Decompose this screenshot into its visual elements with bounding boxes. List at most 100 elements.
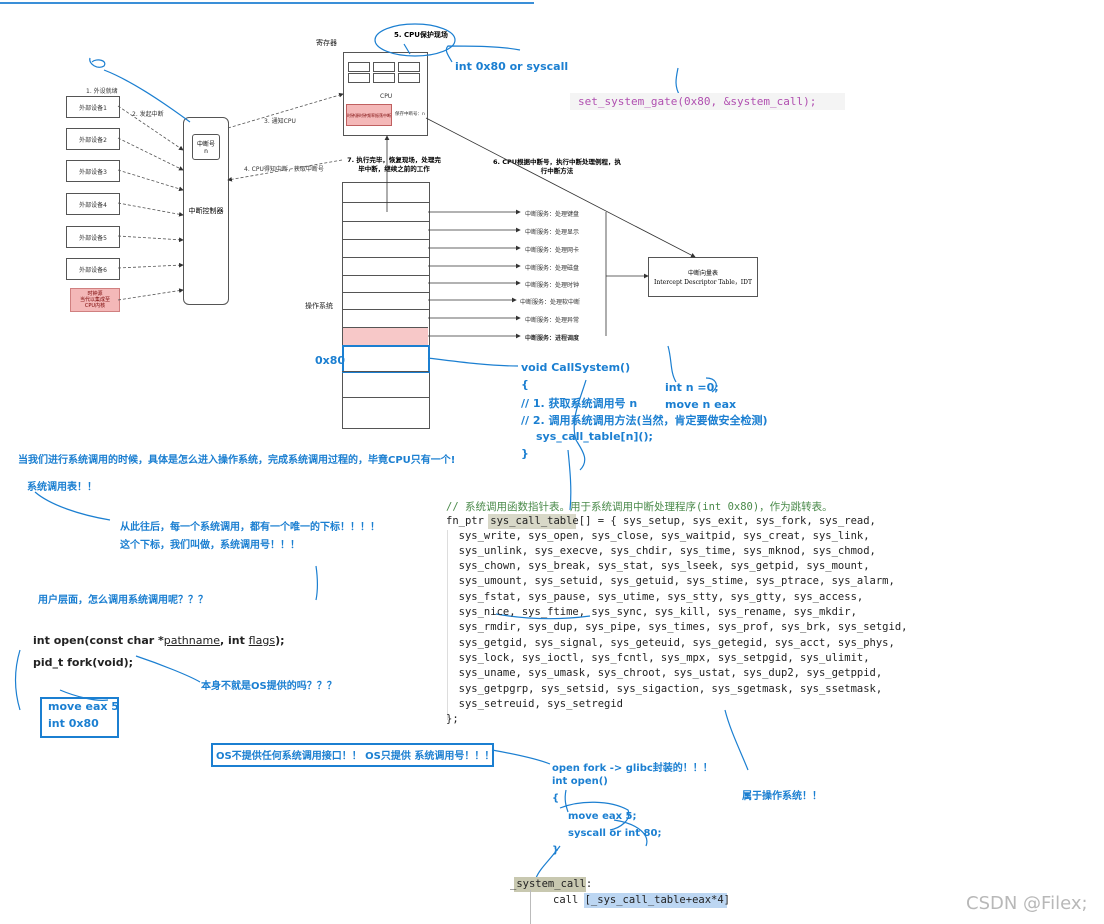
belongs-os-note: 属于操作系统！！: [742, 791, 822, 802]
peripheral-5: 外部设备5: [66, 226, 120, 248]
asm-box: [40, 697, 119, 738]
callsystem-step2: // 2. 调用系统调用方法(当然，肯定要做安全检测): [521, 414, 768, 427]
os-no-interface-box: [211, 743, 494, 767]
step4-label: 4. CPU得知中断，获取中断号: [244, 166, 324, 173]
peripheral-4: 外部设备4: [66, 193, 120, 215]
cpu-irq-label: 保存中断号：n: [395, 112, 425, 117]
table-code-line: sys_uname, sys_umask, sys_chroot, sys_us…: [446, 667, 883, 679]
callsystem-brace-close: }: [521, 447, 529, 460]
from-now-line1: 从此往后，每一个系统调用，都有一个唯一的下标！！！！: [120, 522, 380, 533]
user-level-question: 用户层面，怎么调用系统调用呢？？？: [38, 595, 208, 606]
registers-label: 寄存器: [316, 39, 337, 47]
table-code-line: sys_fstat, sys_pause, sys_utime, sys_stt…: [446, 591, 864, 603]
os-no-interface-note: OS不提供任何系统调用接口！！ OS只提供 系统调用号！！！: [216, 751, 495, 762]
service-softirq: 中断服务：处理软中断: [520, 299, 581, 306]
register-cell: [348, 62, 370, 72]
move-n-eax-note: move n eax: [665, 398, 737, 411]
step2-label: 2. 发起中断: [132, 111, 164, 118]
syscall-table-label: 系统调用表！！: [27, 482, 97, 493]
service-keyboard: 中断服务：处理键盘: [525, 211, 580, 218]
os-provided-question: 本身不就是OS提供的吗？？？: [201, 681, 337, 692]
syscall-slot-0x80: [342, 345, 430, 373]
table-code-line: sys_umount, sys_setuid, sys_getuid, sys_…: [446, 575, 895, 587]
int80-syscall-note: int 0x80 or syscall: [455, 60, 569, 73]
service-scheduler: 中断服务：进程调度: [525, 335, 580, 342]
open-prototype: int open(const char *pathname, int flags…: [33, 634, 285, 647]
peripheral-3: 外部设备3: [66, 160, 120, 182]
set-gate-code-bg: [570, 93, 845, 110]
os-row-divider: [342, 397, 429, 398]
csdn-watermark: CSDN @Filex;: [966, 893, 1088, 914]
system-call-label: _system_call:: [510, 878, 593, 890]
register-cell: [373, 62, 395, 72]
table-code-line: sys_getpgrp, sys_setsid, sys_sigaction, …: [446, 683, 883, 695]
table-code-line: fn_ptr sys_call_table[] = { sys_setup, s…: [446, 515, 876, 527]
fork-prototype: pid_t fork(void);: [33, 656, 134, 669]
os-row-divider: [342, 275, 429, 276]
cpu-clock-box: 时钟源时钟频率振荡中断: [346, 104, 392, 126]
os-row-divider: [342, 202, 429, 203]
service-nic: 中断服务：处理网卡: [525, 247, 580, 254]
table-code-line: };: [446, 713, 459, 725]
os-row-divider: [342, 257, 429, 258]
call-instruction: call [_sys_call_table+eax*4]: [553, 894, 731, 906]
top-border-line: [0, 2, 534, 4]
x80-label: 0x80: [315, 354, 346, 367]
system-call-label-bg: [514, 877, 586, 892]
callsystem-step1: // 1. 获取系统调用号 n: [521, 397, 638, 410]
os-label: 操作系统: [305, 302, 333, 310]
int-open-brace-close: }: [552, 845, 560, 856]
table-code-line: sys_setreuid, sys_setregid: [446, 698, 624, 710]
glibc-note: open fork -> glibc封装的！！！: [552, 763, 713, 774]
irq-number-box: 中断号 n: [192, 134, 220, 160]
table-code-line: sys_chown, sys_break, sys_stat, sys_lsee…: [446, 560, 870, 572]
callsystem-call: sys_call_table[n]();: [536, 430, 653, 443]
service-disk: 中断服务：处理磁盘: [525, 265, 580, 272]
code-left-rule: [530, 890, 531, 924]
call-line-bg: [584, 893, 727, 908]
table-code-gutter: [447, 530, 448, 720]
table-code-line: sys_unlink, sys_execve, sys_chdir, sys_t…: [446, 545, 876, 557]
service-display: 中断服务：处理显示: [525, 229, 580, 236]
register-cell: [398, 62, 420, 72]
asm-int-0x80: int 0x80: [48, 717, 99, 730]
os-row-divider: [342, 221, 429, 222]
os-row-divider: [342, 239, 429, 240]
table-code-line: sys_lock, sys_ioctl, sys_fcntl, sys_mpx,…: [446, 652, 870, 664]
table-code-line: sys_nice, sys_ftime, sys_sync, sys_kill,…: [446, 606, 857, 618]
step6-label: 6. CPU根据中断号，执行中断处理例程，执行中断方法: [492, 158, 622, 175]
sys-call-table-highlight: [488, 514, 576, 529]
os-row-divider: [342, 309, 429, 310]
clock-source-box: 时钟源 当代以集成至 CPU内核: [70, 288, 120, 312]
callsystem-decl: void CallSystem(): [521, 361, 631, 374]
step7-label: 7. 执行完毕，恢复现场，处理完毕中断，继续之前的工作: [347, 156, 441, 173]
cpu-label: CPU: [380, 93, 393, 100]
asm-move-eax5: move eax 5: [48, 700, 119, 713]
int-open-syscall: syscall or int 80;: [568, 828, 662, 839]
register-cell: [373, 73, 395, 83]
table-code-line: sys_getgid, sys_signal, sys_geteuid, sys…: [446, 637, 895, 649]
question-how-enter-os: 当我们进行系统调用的时候，具体是怎么进入操作系统，完成系统调用过程的，毕竟CPU…: [18, 455, 456, 466]
os-row-highlight: [343, 327, 428, 345]
table-code-line: sys_rmdir, sys_dup, sys_pipe, sys_times,…: [446, 621, 908, 633]
set-gate-code: set_system_gate(0x80, &system_call);: [578, 95, 817, 108]
service-exception: 中断服务：处理异常: [525, 317, 580, 324]
os-memory-column: [342, 182, 430, 429]
step3-label: 3. 通知CPU: [264, 118, 296, 125]
os-row-divider: [342, 371, 429, 372]
int-open-def: int open(): [552, 776, 608, 787]
table-comment: // 系统调用函数指针表。用于系统调用中断处理程序(int 0x80)，作为跳转…: [446, 501, 833, 513]
peripheral-1: 外部设备1: [66, 96, 120, 118]
peripheral-6: 外部设备6: [66, 258, 120, 280]
register-cell: [398, 73, 420, 83]
int-n-note: int n =0;: [665, 381, 719, 394]
register-cell: [348, 73, 370, 83]
service-clock: 中断服务：处理时钟: [525, 282, 580, 289]
int-open-brace-open: {: [552, 793, 560, 804]
step5-label: 5. CPU保护现场: [394, 31, 448, 39]
from-now-line2: 这个下标，我们叫做，系统调用号！！！: [120, 540, 300, 551]
peripheral-ready-label: 1. 外设就绪: [86, 88, 118, 95]
table-code-line: sys_write, sys_open, sys_close, sys_wait…: [446, 530, 870, 542]
os-row-divider: [342, 292, 429, 293]
